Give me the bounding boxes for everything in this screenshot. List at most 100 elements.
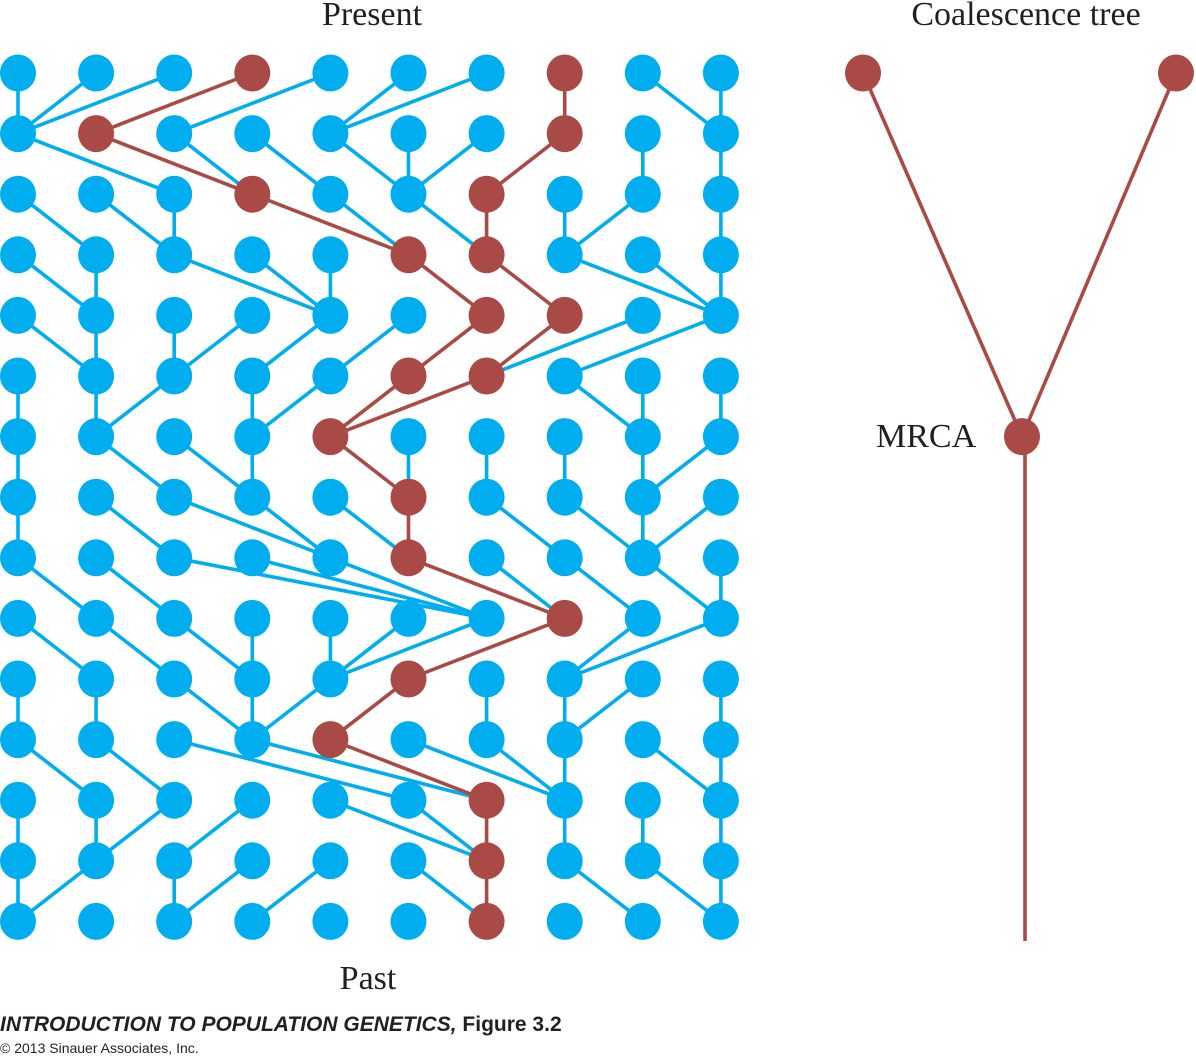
individual <box>78 357 115 395</box>
ancestral-lineage-edge <box>329 374 488 439</box>
individual <box>156 236 193 274</box>
lineage-edge <box>564 616 722 681</box>
individual <box>702 296 739 334</box>
individual <box>546 721 583 759</box>
individual <box>546 478 583 516</box>
present-label: Present <box>321 0 423 33</box>
ancestral-individual <box>390 357 427 395</box>
individual <box>156 175 193 213</box>
individual <box>624 721 661 759</box>
individual <box>312 599 349 637</box>
individual <box>546 357 583 395</box>
individual <box>624 660 661 698</box>
ancestral-individual <box>390 660 427 698</box>
individual <box>702 781 739 819</box>
individual <box>312 296 349 334</box>
individual <box>702 115 739 153</box>
individual <box>156 296 193 334</box>
individual <box>624 296 661 334</box>
individual <box>702 599 739 637</box>
individual <box>312 236 349 274</box>
individual <box>312 357 349 395</box>
individual <box>156 842 193 880</box>
lineage-edge <box>173 71 332 136</box>
tree-branch <box>1020 72 1178 438</box>
lineage-edge <box>564 313 722 378</box>
ancestral-individual <box>468 236 505 274</box>
individual <box>390 175 427 213</box>
individual <box>156 54 193 92</box>
individual <box>624 54 661 92</box>
individual <box>156 357 193 395</box>
ancestral-individual <box>390 539 427 577</box>
individual <box>78 236 115 274</box>
individual <box>390 721 427 759</box>
ancestral-individual <box>546 115 583 153</box>
individual <box>0 781 36 819</box>
individual <box>624 175 661 213</box>
individual <box>0 660 36 698</box>
ancestral-individual <box>312 418 349 456</box>
individual <box>468 54 505 92</box>
individual <box>156 478 193 516</box>
individual <box>546 902 583 940</box>
ancestral-individual <box>468 357 505 395</box>
lineage-edge <box>329 616 488 681</box>
ancestral-individual <box>468 902 505 940</box>
lineage-edge <box>173 495 332 560</box>
individual <box>702 842 739 880</box>
individual <box>0 236 36 274</box>
individual <box>78 842 115 880</box>
individual <box>390 902 427 940</box>
individual <box>624 842 661 880</box>
individual <box>624 902 661 940</box>
ancestral-lineage-edge <box>329 737 488 802</box>
individual <box>312 54 349 92</box>
individual <box>0 418 36 456</box>
individual <box>234 539 271 577</box>
individual <box>390 54 427 92</box>
ancestral-individual <box>234 54 271 92</box>
individual <box>702 478 739 516</box>
mrca-label: MRCA <box>876 418 977 455</box>
individual <box>78 660 115 698</box>
individual <box>156 418 193 456</box>
lineage-edge <box>17 131 175 196</box>
individual <box>156 902 193 940</box>
lineage-edge <box>173 737 409 802</box>
individual <box>468 478 505 516</box>
ancestral-individual <box>78 115 115 153</box>
book-title: INTRODUCTION TO POPULATION GENETICS, <box>0 1013 457 1036</box>
individual <box>0 175 36 213</box>
lineage-edge <box>329 556 488 621</box>
ancestral-individual <box>546 54 583 92</box>
individual <box>0 478 36 516</box>
ancestral-individual <box>468 781 505 819</box>
lineage-edge <box>251 556 488 621</box>
individual <box>0 357 36 395</box>
individual <box>702 357 739 395</box>
individual <box>234 115 271 153</box>
lineage-edge <box>251 737 488 802</box>
ancestral-individual <box>390 478 427 516</box>
individual <box>78 175 115 213</box>
individual <box>702 236 739 274</box>
individual <box>234 721 271 759</box>
ancestral-individual <box>312 721 349 759</box>
individual <box>78 902 115 940</box>
individual <box>0 599 36 637</box>
individual <box>702 54 739 92</box>
individual <box>0 54 36 92</box>
tree-leaf <box>845 54 881 92</box>
ancestral-individual <box>390 236 427 274</box>
individual <box>312 175 349 213</box>
lineage-edge <box>564 253 722 318</box>
ancestral-lineage-edge <box>251 192 410 257</box>
individual <box>234 660 271 698</box>
individual <box>234 781 271 819</box>
mrca-node <box>1004 418 1040 456</box>
individual <box>624 357 661 395</box>
individual <box>546 418 583 456</box>
lineage-edge <box>329 71 488 136</box>
individual <box>390 115 427 153</box>
